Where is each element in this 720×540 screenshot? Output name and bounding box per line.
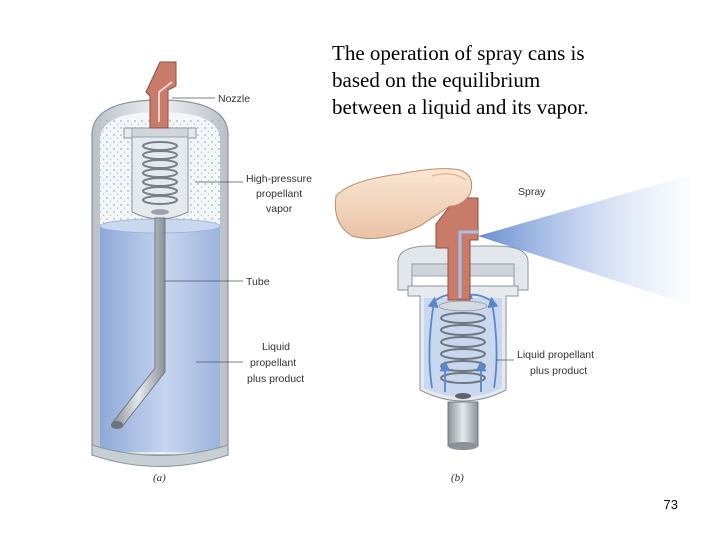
spray-mist [478,175,690,305]
label-vapor: High-pressure propellant vapor [246,173,315,215]
valve-spring [142,141,178,205]
valve-spring-b [440,312,486,384]
label-nozzle: Nozzle [218,93,250,105]
nozzle [145,61,177,129]
label-spray: Spray [518,186,546,198]
page-number: 73 [663,497,678,512]
finger [334,168,473,239]
label-liquid-a: Liquid propellant plus product [247,341,304,385]
label-tube: Tube [246,276,270,288]
caption-b: (b) [451,472,464,484]
title-line: The operation of spray cans is [332,41,585,65]
stem [447,401,479,447]
title-line: based on the equilibrium [332,68,541,92]
slide-title: The operation of spray cans is based on … [332,40,702,121]
label-liquid-b: Liquid propellant plus product [517,349,597,377]
caption-a: (a) [153,472,166,484]
dip-tube [112,217,166,429]
spray-can-a [91,61,229,467]
title-line: between a liquid and its vapor. [332,95,589,119]
spray-valve-b [334,168,690,450]
